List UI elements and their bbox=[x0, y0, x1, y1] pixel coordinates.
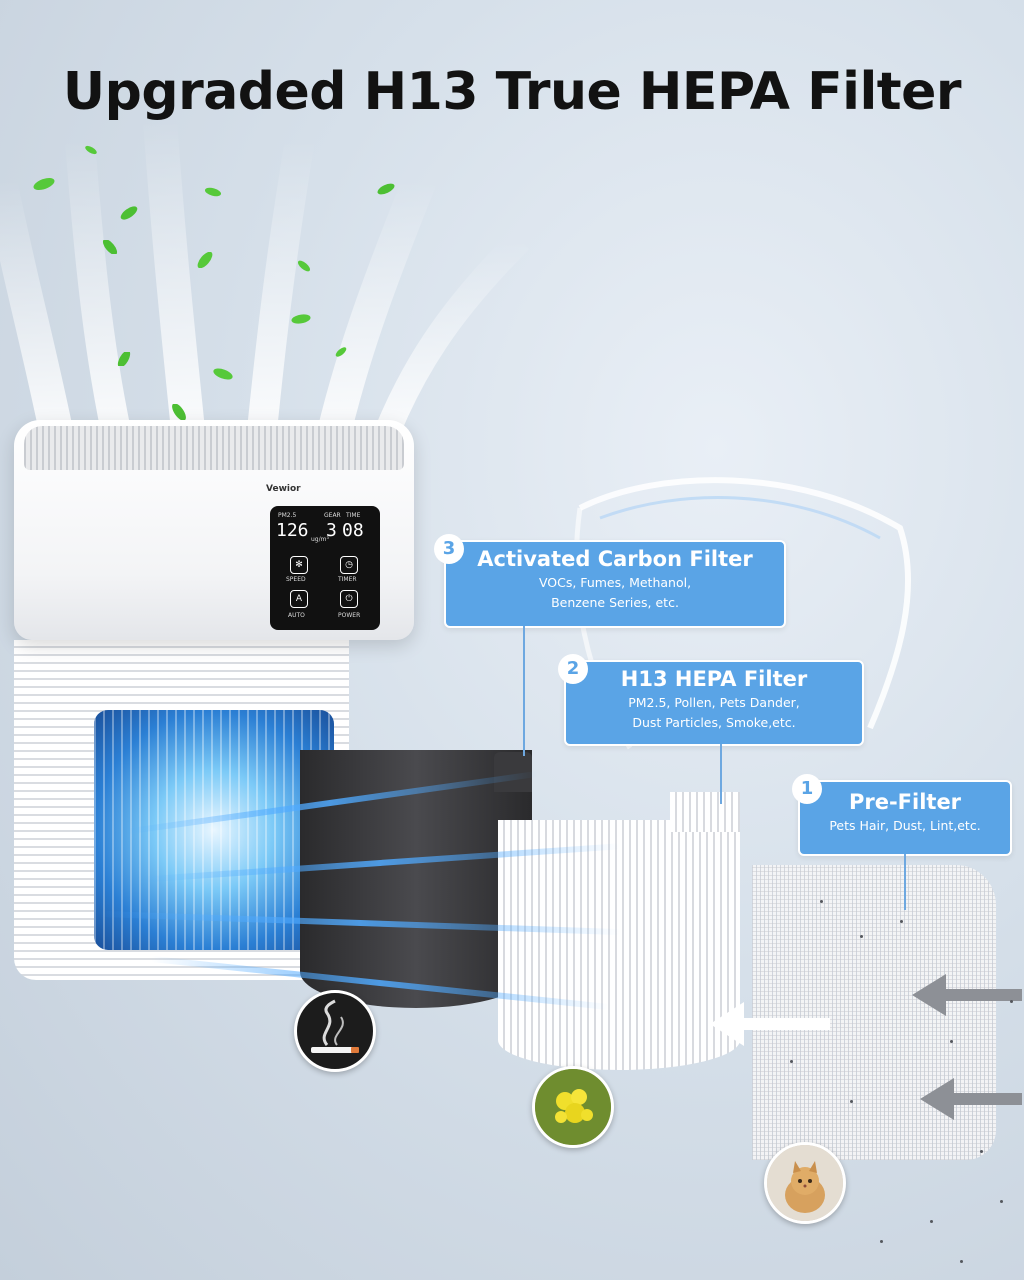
pre-filter-callout: Pre-Filter Pets Hair, Dust, Lint,etc. bbox=[798, 780, 1012, 856]
airflow-arrow-icon bbox=[920, 1078, 1022, 1120]
hepa-filter-edge bbox=[670, 792, 740, 832]
smoke-icon bbox=[294, 990, 376, 1072]
hepa-filter-layer bbox=[498, 820, 740, 1070]
gear-value: 3 bbox=[326, 520, 337, 541]
dust-particle bbox=[980, 1150, 983, 1153]
dust-particle bbox=[1010, 1000, 1013, 1003]
air-purifier: Vewior PM2.5 GEAR TIME 126 ug/m³ 3 08 ✻ … bbox=[14, 420, 414, 980]
leaf-icon bbox=[377, 183, 395, 195]
callout-leader-line bbox=[904, 854, 906, 910]
brand-logo: Vewior bbox=[266, 484, 301, 494]
leaf-icon bbox=[33, 177, 55, 191]
leaf-icon bbox=[117, 352, 131, 366]
pre-filter-layer bbox=[752, 865, 996, 1160]
step-number-badge: 1 bbox=[792, 774, 822, 804]
dust-particle bbox=[1000, 1200, 1003, 1203]
power-icon[interactable]: ⏻ bbox=[340, 590, 358, 608]
callout-title: Activated Carbon Filter bbox=[477, 547, 753, 571]
cat-icon bbox=[764, 1142, 846, 1224]
dust-particle bbox=[820, 900, 823, 903]
pm-label: PM2.5 bbox=[278, 512, 297, 519]
airflow-arrow-icon bbox=[912, 974, 1022, 1016]
leaf-icon bbox=[172, 404, 186, 420]
air-outlet-grille bbox=[24, 426, 404, 470]
callout-title: Pre-Filter bbox=[848, 790, 962, 814]
auto-icon[interactable]: A bbox=[290, 590, 308, 608]
time-label: TIME bbox=[346, 512, 361, 519]
speed-button-label: SPEED bbox=[286, 576, 306, 583]
fan-icon[interactable]: ✻ bbox=[290, 556, 308, 574]
dust-particle bbox=[850, 1100, 853, 1103]
callout-desc-line: VOCs, Fumes, Methanol, bbox=[538, 575, 692, 590]
dust-particle bbox=[790, 1060, 793, 1063]
callout-desc-line: Benzene Series, etc. bbox=[551, 595, 679, 610]
timer-icon[interactable]: ◷ bbox=[340, 556, 358, 574]
carbon-filter-callout: Activated Carbon Filter VOCs, Fumes, Met… bbox=[444, 540, 786, 628]
leaf-icon bbox=[85, 145, 97, 155]
leaf-icon bbox=[204, 187, 222, 197]
callout-desc-line: Pets Hair, Dust, Lint,etc. bbox=[829, 818, 981, 833]
dust-particle bbox=[860, 935, 863, 938]
dust-particle bbox=[930, 1220, 933, 1223]
dust-particle bbox=[950, 1040, 953, 1043]
leaf-icon bbox=[120, 206, 138, 220]
power-button-label: POWER bbox=[338, 612, 361, 619]
dust-particle bbox=[880, 1240, 883, 1243]
pm-unit: ug/m³ bbox=[311, 536, 329, 543]
dust-particle bbox=[900, 920, 903, 923]
leaf-icon bbox=[335, 347, 347, 357]
page-title: Upgraded H13 True HEPA Filter bbox=[62, 62, 962, 122]
time-value: 08 bbox=[342, 520, 364, 541]
callout-desc-line: PM2.5, Pollen, Pets Dander, bbox=[628, 695, 800, 710]
leaf-icon bbox=[197, 252, 213, 268]
hepa-filter-callout: H13 HEPA Filter PM2.5, Pollen, Pets Dand… bbox=[564, 660, 864, 746]
timer-button-label: TIMER bbox=[338, 576, 357, 583]
control-panel: PM2.5 GEAR TIME 126 ug/m³ 3 08 ✻ ◷ SPEED… bbox=[270, 506, 380, 630]
leaf-icon bbox=[297, 260, 311, 272]
pm-value: 126 bbox=[276, 520, 309, 541]
callout-title: H13 HEPA Filter bbox=[620, 667, 808, 691]
leaf-icon bbox=[102, 240, 118, 254]
step-number-badge: 2 bbox=[558, 654, 588, 684]
callout-desc-line: Dust Particles, Smoke,etc. bbox=[632, 715, 796, 730]
callout-leader-line bbox=[720, 744, 722, 804]
purifier-lid: Vewior PM2.5 GEAR TIME 126 ug/m³ 3 08 ✻ … bbox=[14, 420, 414, 640]
leaf-icon bbox=[291, 314, 311, 324]
leaf-icon bbox=[213, 368, 233, 380]
callout-leader-line bbox=[523, 626, 525, 756]
step-number-badge: 3 bbox=[434, 534, 464, 564]
airflow-arrow-icon bbox=[710, 1002, 830, 1046]
pollen-icon bbox=[532, 1066, 614, 1148]
gear-label: GEAR bbox=[324, 512, 341, 519]
auto-button-label: AUTO bbox=[288, 612, 305, 619]
dust-particle bbox=[960, 1260, 963, 1263]
